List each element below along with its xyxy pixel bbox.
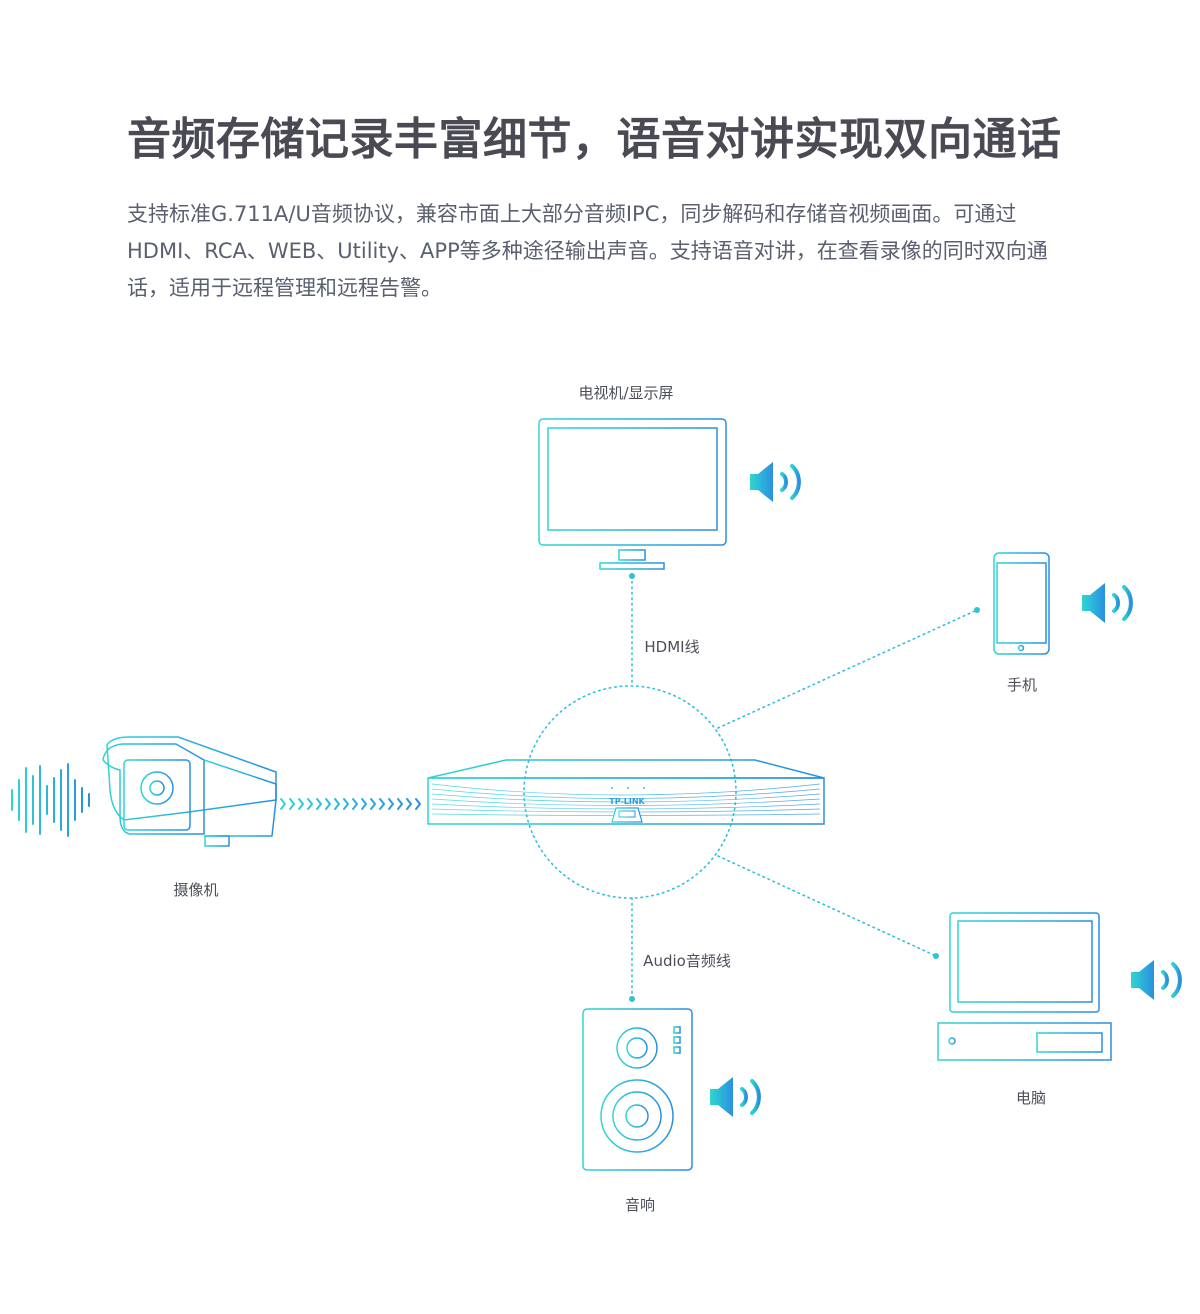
hdmi-link-label: HDMI线 [644,638,700,656]
chevron-arrow-icon [370,798,376,810]
chevron-arrow-icon [298,798,304,810]
tv-label: 电视机/显示屏 [578,384,674,402]
speaker-volume-icon [1082,583,1133,623]
chevron-arrow-icon [388,798,394,810]
chevron-arrow-icon [280,798,421,810]
audio-speaker-icon [582,1008,693,1171]
sound-wave-icon [11,763,90,837]
nvr-device-icon [427,759,825,825]
speaker-volume-icon [1131,960,1182,1000]
phone-line [717,609,978,729]
chevron-arrow-icon [280,798,286,810]
chevron-arrow-icon [397,798,403,810]
page-title: 音频存储记录丰富细节，语音对讲实现双向通话 [127,114,1062,165]
chevron-arrow-icon [352,798,358,810]
camera-label: 摄像机 [173,881,219,899]
tv-monitor-icon [538,418,727,570]
chevron-arrow-icon [289,798,295,810]
audio-link-label: Audio音频线 [643,952,731,970]
chevron-arrow-icon [316,798,322,810]
chevron-arrow-icon [325,798,331,810]
chevron-arrow-icon [379,798,385,810]
speaker-volume-icon [710,1077,761,1117]
chevron-arrow-icon [334,798,340,810]
chevron-arrow-icon [361,798,367,810]
computer-icon [937,912,1112,1061]
phone-line-end-dot [974,607,980,613]
computer-line [717,855,937,957]
device-brand: TP-LINK [609,797,645,806]
computer-line-end-dot [933,953,939,959]
phone-label: 手机 [1006,676,1038,694]
speaker-volume-icon [750,462,801,502]
page-description: 支持标准G.711A/U音频协议，兼容市面上大部分音频IPC，同步解码和存储音视… [127,202,1048,300]
audio-line-end-dot [629,996,635,1002]
hub-circle [523,685,737,899]
phone-icon [993,552,1050,655]
hdmi-line-end-dot [629,573,635,579]
camera-icon [102,736,277,847]
chevron-arrow-icon [415,798,421,810]
speaker-label: 音响 [624,1196,656,1214]
computer-label: 电脑 [1015,1089,1047,1107]
chevron-arrow-icon [343,798,349,810]
chevron-arrow-icon [406,798,412,810]
connection-lines [631,575,978,1000]
chevron-arrow-icon [307,798,313,810]
